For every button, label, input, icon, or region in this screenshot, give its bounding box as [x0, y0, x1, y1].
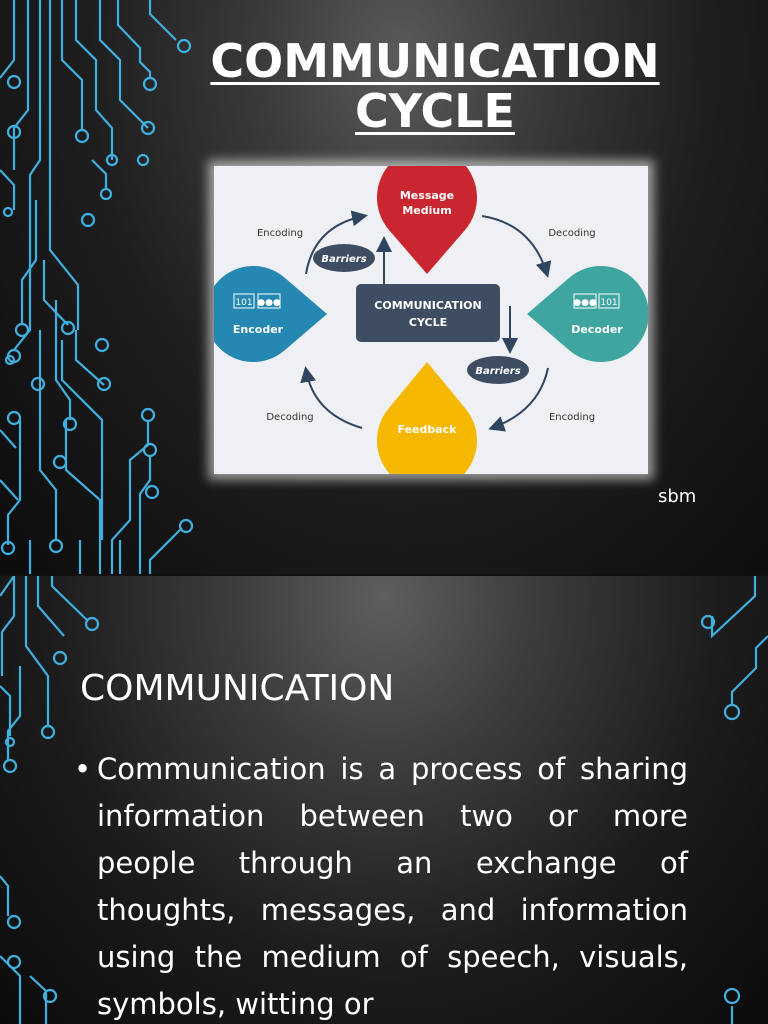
slide-title: COMMUNICATION CYCLE [190, 36, 680, 136]
content-slide: COMMUNICATION • Communication is a proce… [0, 576, 768, 1024]
decoding-top-label: Decoding [548, 228, 595, 239]
arrow-encoder-to-message [305, 210, 368, 275]
circuit-decoration-left [0, 0, 194, 574]
barriers-top-label: Barriers [321, 254, 366, 265]
svg-text:●●●: ●●● [257, 298, 281, 308]
diagram-canvas: Message Medium 101 ●●● Encoder ●●● 101 D… [205, 147, 649, 491]
feedback-node [377, 362, 478, 491]
encoder-label: Encoder [233, 323, 284, 336]
decoding-bottom-label: Decoding [266, 412, 313, 423]
bullet-point: • Communication is a process of sharing … [74, 746, 688, 1024]
message-medium-node [377, 147, 478, 274]
author-credit: sbm [658, 486, 697, 507]
title-line-1: COMMUNICATION [210, 34, 660, 88]
barriers-top-badge [313, 244, 375, 272]
title-slide: COMMUNICATION CYCLE Message Medium 1 [0, 0, 768, 574]
encoding-top-label: Encoding [257, 228, 303, 239]
circuit-decoration-slide2 [0, 576, 768, 1024]
barriers-bottom-badge [467, 356, 529, 384]
communication-cycle-diagram: Message Medium 101 ●●● Encoder ●●● 101 D… [205, 147, 649, 491]
svg-text:●●●: ●●● [573, 298, 597, 308]
arrow-feedback-to-encoder [300, 366, 363, 429]
section-heading: COMMUNICATION [80, 668, 395, 709]
feedback-label: Feedback [398, 423, 458, 436]
decoder-label: Decoder [571, 323, 623, 336]
message-label-1: Message [400, 189, 454, 202]
arrow-message-to-decoder [481, 215, 552, 278]
decoder-node [527, 266, 649, 362]
encoding-bottom-label: Encoding [549, 412, 595, 423]
arrow-decoder-to-feedback [488, 367, 549, 432]
center-label-2: CYCLE [409, 316, 447, 329]
encoder-node [205, 266, 327, 362]
barriers-bottom-label: Barriers [475, 366, 520, 377]
bullet-symbol: • [74, 752, 92, 786]
center-box [356, 284, 500, 342]
title-line-2: CYCLE [355, 84, 515, 138]
center-label-1: COMMUNICATION [374, 299, 481, 312]
encoder-binary: 101 [235, 298, 252, 308]
bullet-text: Communication is a process of sharing in… [97, 752, 688, 1021]
message-label-2: Medium [402, 204, 451, 217]
decoder-binary: 101 [600, 298, 617, 308]
